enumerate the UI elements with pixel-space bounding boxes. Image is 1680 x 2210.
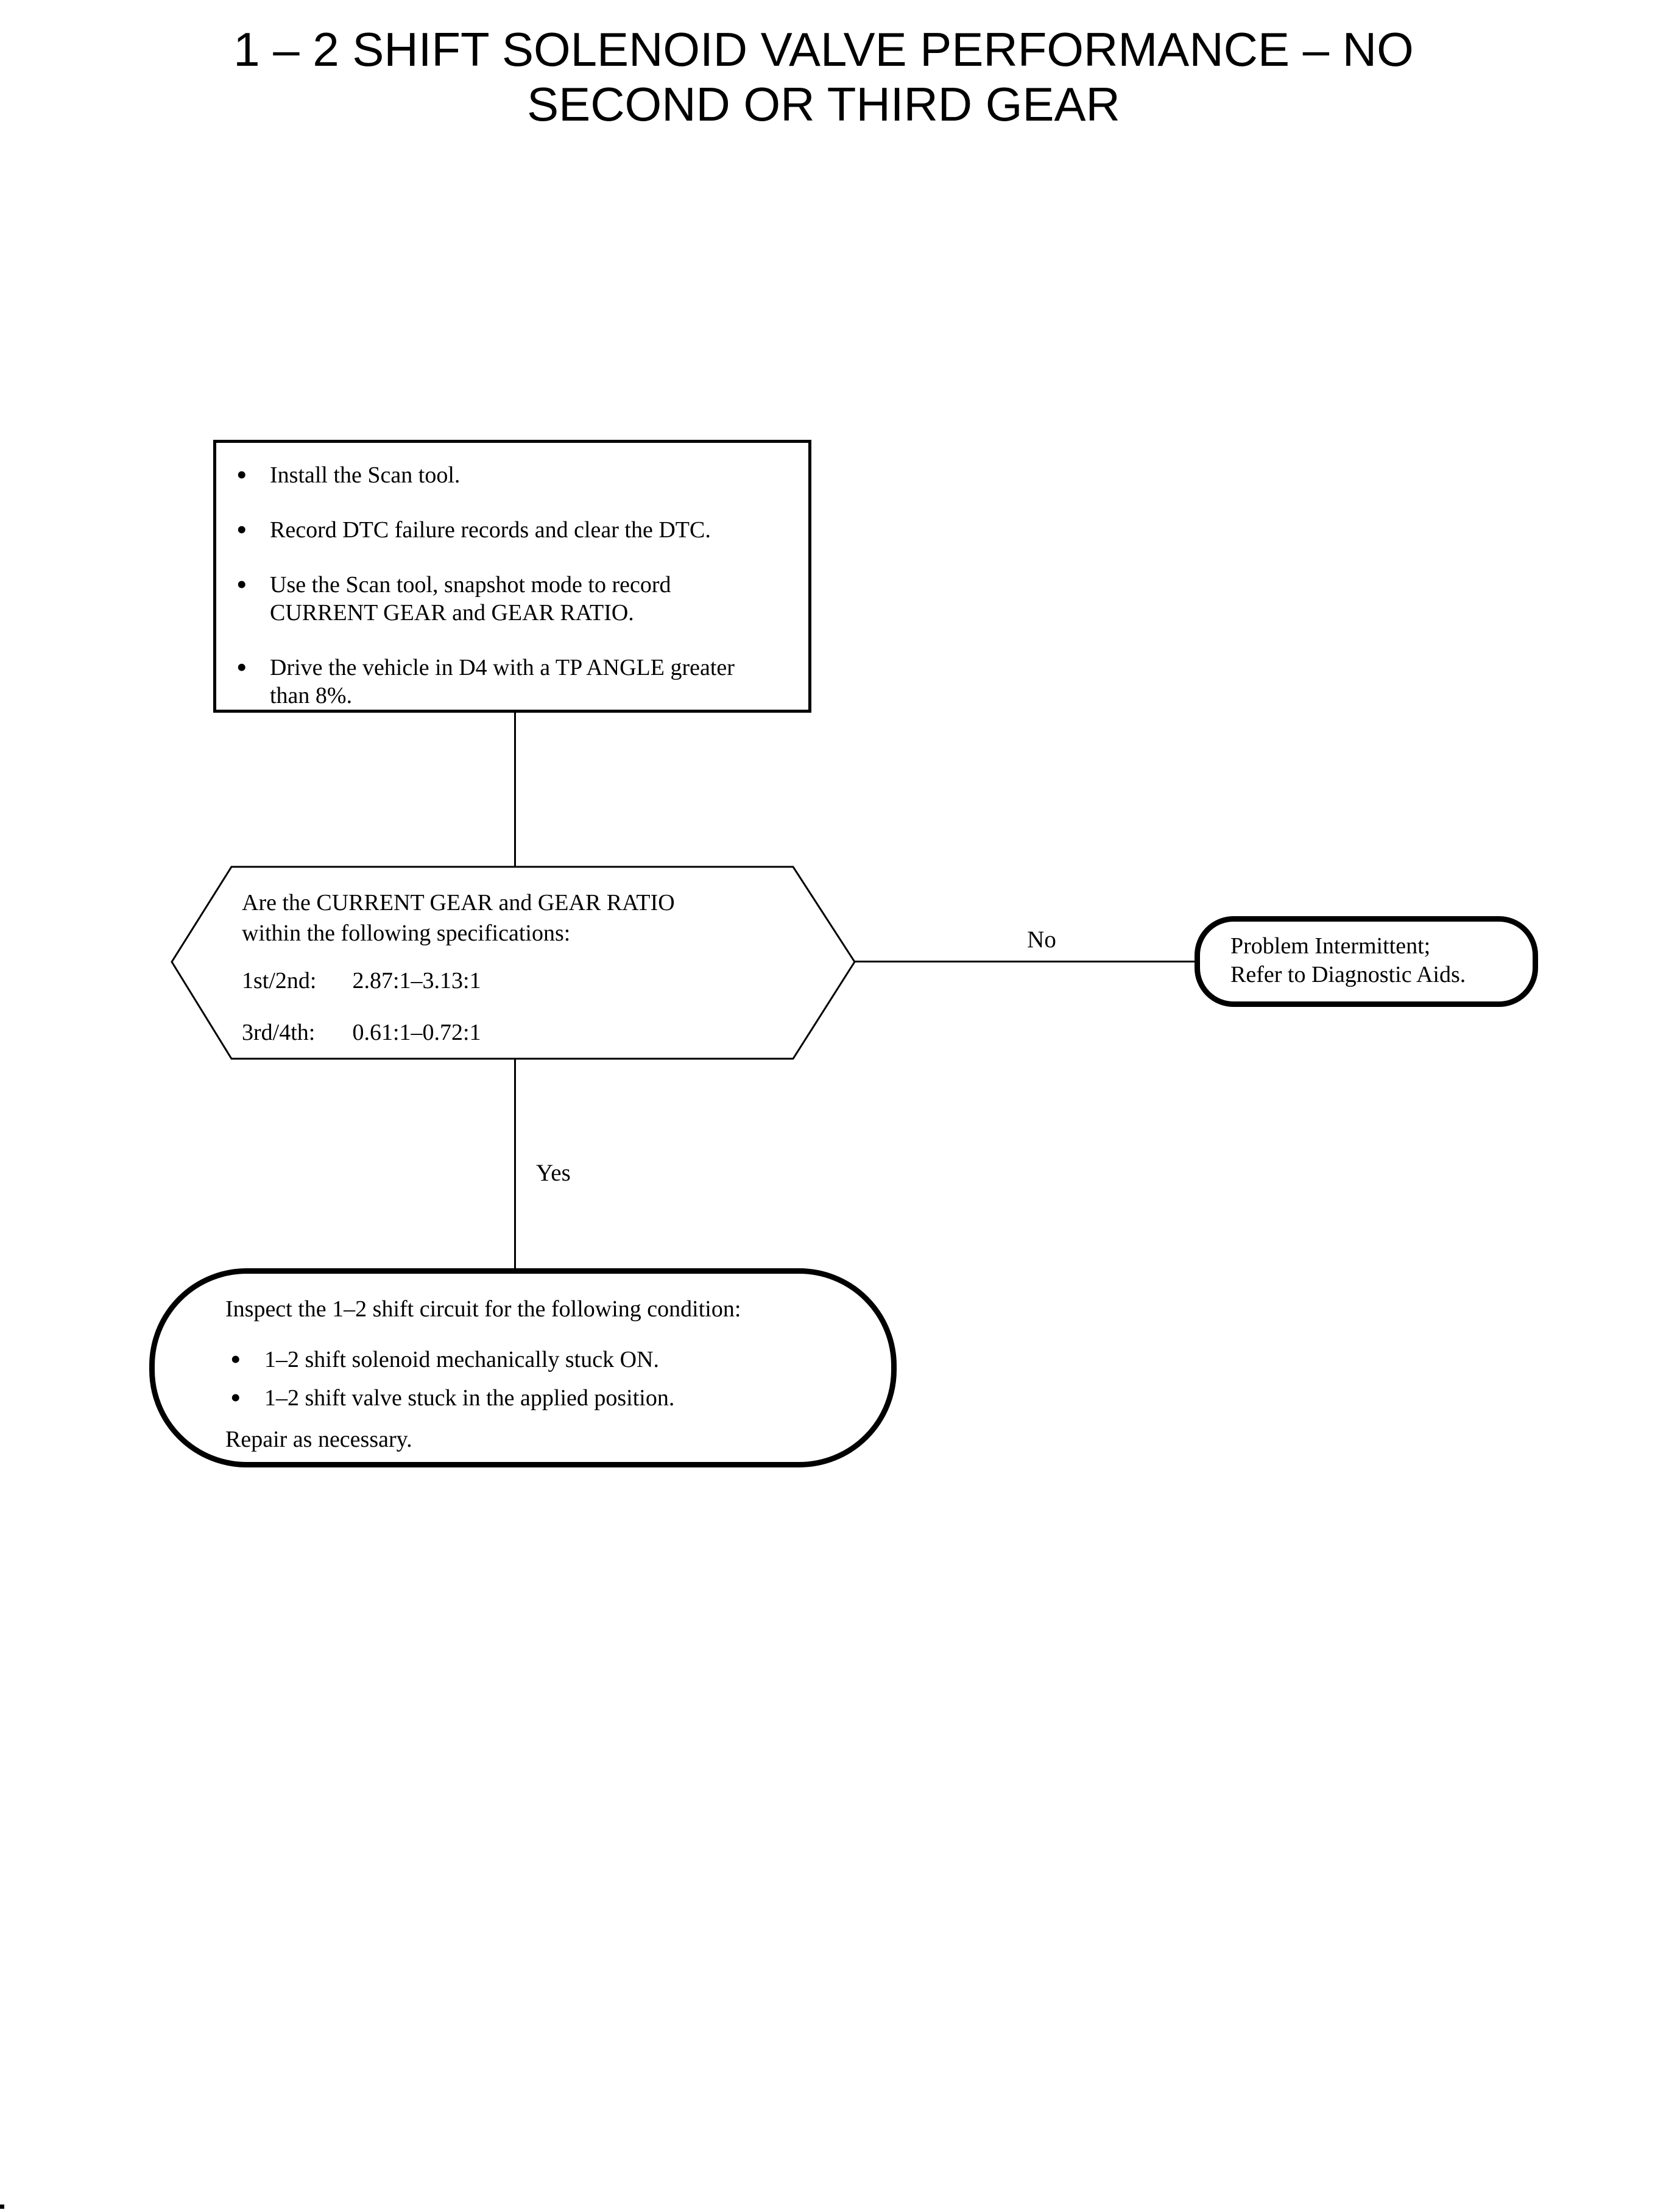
problem-result-line-1: Problem Intermittent; [1230, 933, 1431, 959]
connector-line-yes-branch [514, 1059, 516, 1268]
preparation-step-text: Use the Scan tool, snapshot mode to reco… [270, 571, 796, 627]
page-title-line-1: 1 – 2 SHIFT SOLENOID VALVE PERFORMANCE –… [233, 23, 1414, 76]
inspect-condition-item: • 1–2 shift solenoid mechanically stuck … [225, 1342, 855, 1376]
scan-artifact [0, 2205, 4, 2209]
gear-ratio-spec-label: 3rd/4th: [242, 1020, 316, 1045]
hexagon-outline [171, 866, 856, 1060]
problem-intermittent-box: Problem Intermittent; Refer to Diagnosti… [1195, 916, 1538, 1007]
bullet-icon: • [236, 457, 247, 492]
preparation-step-item: • Record DTC failure records and clear t… [236, 512, 796, 546]
decision-question: Are the CURRENT GEAR and GEAR RATIO with… [242, 888, 790, 1048]
hexagon-shape [171, 866, 856, 1060]
preparation-step-item: • Install the Scan tool. [236, 457, 796, 492]
decision-question-line-2: within the following specifications: [242, 920, 571, 946]
bullet-icon: • [236, 567, 247, 601]
gear-ratio-spec-row: 3rd/4th: 0.61:1–0.72:1 [242, 1017, 790, 1048]
yes-branch-label: Yes [536, 1160, 571, 1186]
repair-note-text: Repair as necessary. [225, 1427, 412, 1452]
preparation-step-text: Install the Scan tool. [270, 461, 796, 489]
preparation-steps-box: • Install the Scan tool. • Record DTC fa… [213, 440, 811, 713]
bullet-icon: • [230, 1380, 241, 1414]
inspect-condition-text: 1–2 shift solenoid mechanically stuck ON… [264, 1347, 659, 1372]
preparation-step-text: Record DTC failure records and clear the… [270, 516, 796, 544]
problem-result-line-2: Refer to Diagnostic Aids. [1230, 962, 1466, 987]
preparation-step-item: • Drive the vehicle in D4 with a TP ANGL… [236, 650, 796, 710]
inspect-condition-text: 1–2 shift valve stuck in the applied pos… [264, 1385, 675, 1411]
gear-ratio-spec-value: 0.61:1–0.72:1 [352, 1020, 481, 1045]
gear-ratio-spec-row: 1st/2nd: 2.87:1–3.13:1 [242, 966, 790, 996]
step-line: than 8%. [270, 683, 353, 708]
step-line: Use the Scan tool, snapshot mode to reco… [270, 572, 671, 598]
preparation-step-item: • Use the Scan tool, snapshot mode to re… [236, 567, 796, 627]
page-title-line-2: SECOND OR THIRD GEAR [527, 77, 1120, 131]
preparation-step-text: Drive the vehicle in D4 with a TP ANGLE … [270, 654, 796, 710]
step-line: Record DTC failure records and clear the… [270, 517, 711, 543]
decision-hexagon: Are the CURRENT GEAR and GEAR RATIO with… [171, 865, 856, 1061]
no-branch-label: No [1027, 927, 1056, 953]
connector-line-no-branch [855, 961, 1195, 962]
step-line: CURRENT GEAR and GEAR RATIO. [270, 600, 634, 626]
bullet-icon: • [230, 1342, 241, 1376]
step-line: Install the Scan tool. [270, 462, 461, 488]
gear-ratio-spec-value: 2.87:1–3.13:1 [352, 968, 481, 994]
page-title: 1 – 2 SHIFT SOLENOID VALVE PERFORMANCE –… [213, 22, 1435, 132]
inspect-action-box: Inspect the 1–2 shift circuit for the fo… [149, 1268, 897, 1467]
connector-line-box-to-decision [514, 713, 516, 867]
inspect-condition-item: • 1–2 shift valve stuck in the applied p… [225, 1380, 855, 1414]
bullet-icon: • [236, 650, 247, 684]
inspect-intro-text: Inspect the 1–2 shift circuit for the fo… [225, 1296, 741, 1322]
step-line: Drive the vehicle in D4 with a TP ANGLE … [270, 655, 735, 680]
decision-question-line-1: Are the CURRENT GEAR and GEAR RATIO [242, 890, 675, 916]
bullet-icon: • [236, 512, 247, 546]
gear-ratio-spec-label: 1st/2nd: [242, 968, 317, 994]
